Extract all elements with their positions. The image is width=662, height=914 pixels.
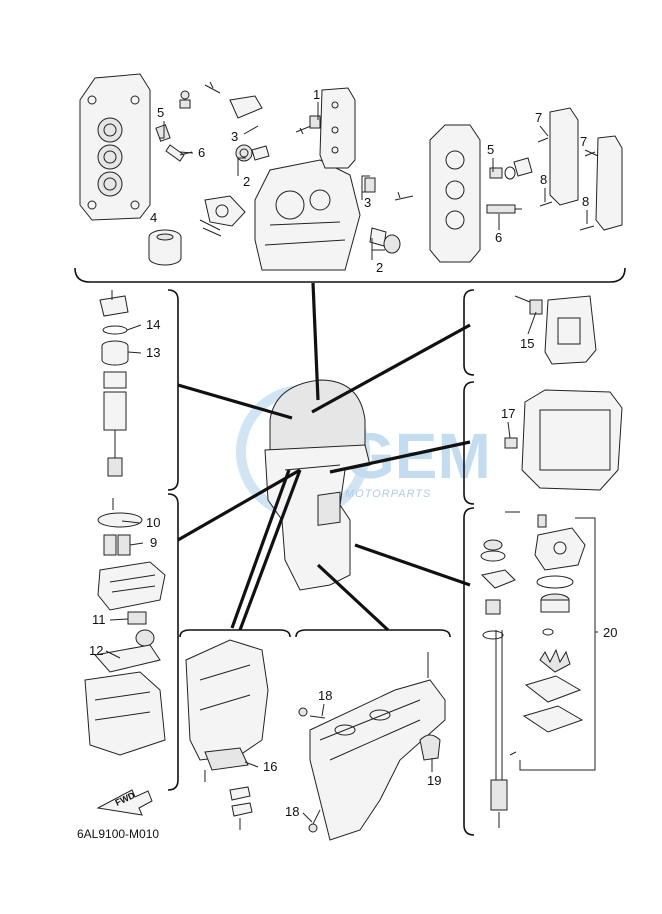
exhaust-cover-right-2: [595, 135, 623, 231]
diagram-code: 6AL9100-M010: [77, 827, 159, 841]
callout-10: 10: [146, 515, 160, 530]
oil-filter: [148, 229, 182, 266]
exhaust-cover-right-1: [549, 107, 579, 206]
callout-18-bottom: 18: [285, 804, 299, 819]
callouts: 1 2 2 3 3 4 5 5 6 6 7 7 8 8 9 10 11 12 1…: [89, 87, 617, 819]
callout-11: 11: [92, 612, 106, 627]
fuel-filter-assembly: [99, 290, 129, 477]
callout-7-left: 7: [535, 110, 542, 125]
fwd-arrow: FWD: [96, 789, 153, 816]
callout-leaders: [105, 102, 599, 823]
watermark-sub: MOTORPARTS: [345, 488, 431, 500]
callout-6-left: 6: [198, 145, 205, 160]
gearcase: [298, 652, 446, 841]
swivel-bracket: [185, 639, 269, 830]
exhaust-plate: [514, 295, 597, 365]
callout-6-right: 6: [495, 230, 502, 245]
callout-16: 16: [263, 759, 277, 774]
watermark-brand: GEM: [345, 420, 491, 492]
callout-5-left: 5: [157, 105, 164, 120]
powerhead-panel: [74, 73, 626, 283]
callout-19: 19: [427, 773, 441, 788]
callout-2-left: 2: [243, 174, 250, 189]
callout-5-right: 5: [487, 142, 494, 157]
engine-block: [254, 159, 361, 271]
callout-13: 13: [146, 345, 160, 360]
callout-9: 9: [150, 535, 157, 550]
water-pump-kit: [480, 511, 596, 828]
callout-20: 20: [603, 625, 617, 640]
callout-18-top: 18: [318, 688, 332, 703]
outboard-motor: [264, 379, 371, 591]
callout-8-right: 8: [582, 194, 589, 209]
callout-14: 14: [146, 317, 160, 332]
cylinder-head-right: [429, 124, 481, 263]
callout-17: 17: [501, 406, 515, 421]
callout-7-right: 7: [580, 134, 587, 149]
callout-4: 4: [150, 210, 157, 225]
callout-2-right: 2: [376, 260, 383, 275]
callout-8-left: 8: [540, 172, 547, 187]
callout-1: 1: [313, 87, 320, 102]
callout-12: 12: [89, 643, 103, 658]
callout-3-left: 3: [231, 129, 238, 144]
callout-15: 15: [520, 336, 534, 351]
lower-case: [504, 389, 623, 491]
fuel-pump-assembly: [84, 498, 166, 756]
callout-3-right: 3: [364, 195, 371, 210]
